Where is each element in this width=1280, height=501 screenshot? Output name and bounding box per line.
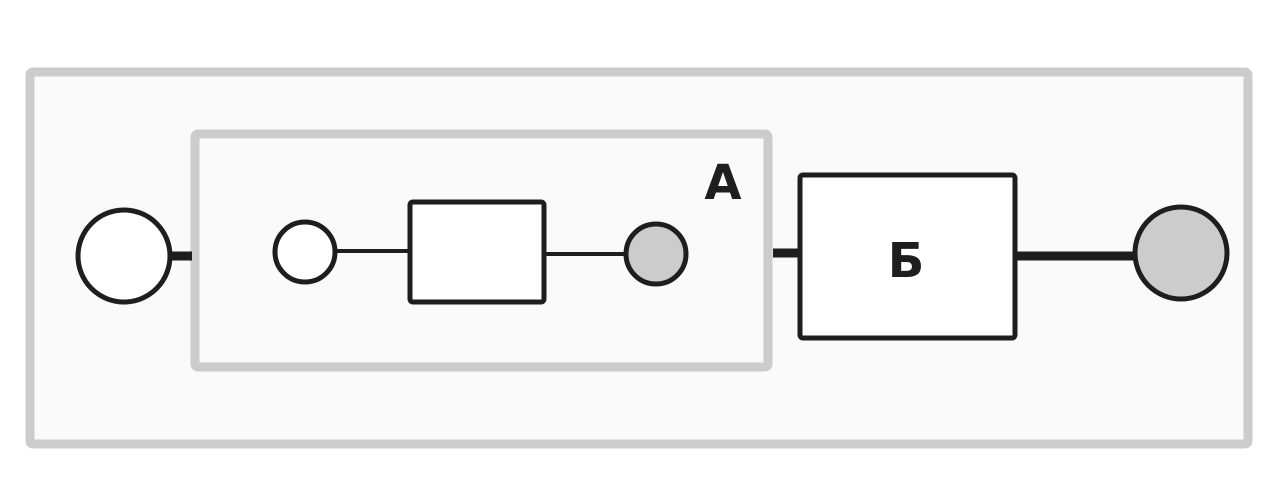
inner-end-event-circle (623, 221, 689, 287)
subprocess-a-label: А (704, 155, 741, 211)
task-b-label: Б (888, 233, 925, 289)
inner-task-box (407, 199, 547, 305)
inner-start-event-circle (272, 219, 338, 285)
task-b-box (797, 172, 1018, 341)
start-event-circle (75, 207, 173, 305)
end-event-circle (1132, 204, 1230, 302)
